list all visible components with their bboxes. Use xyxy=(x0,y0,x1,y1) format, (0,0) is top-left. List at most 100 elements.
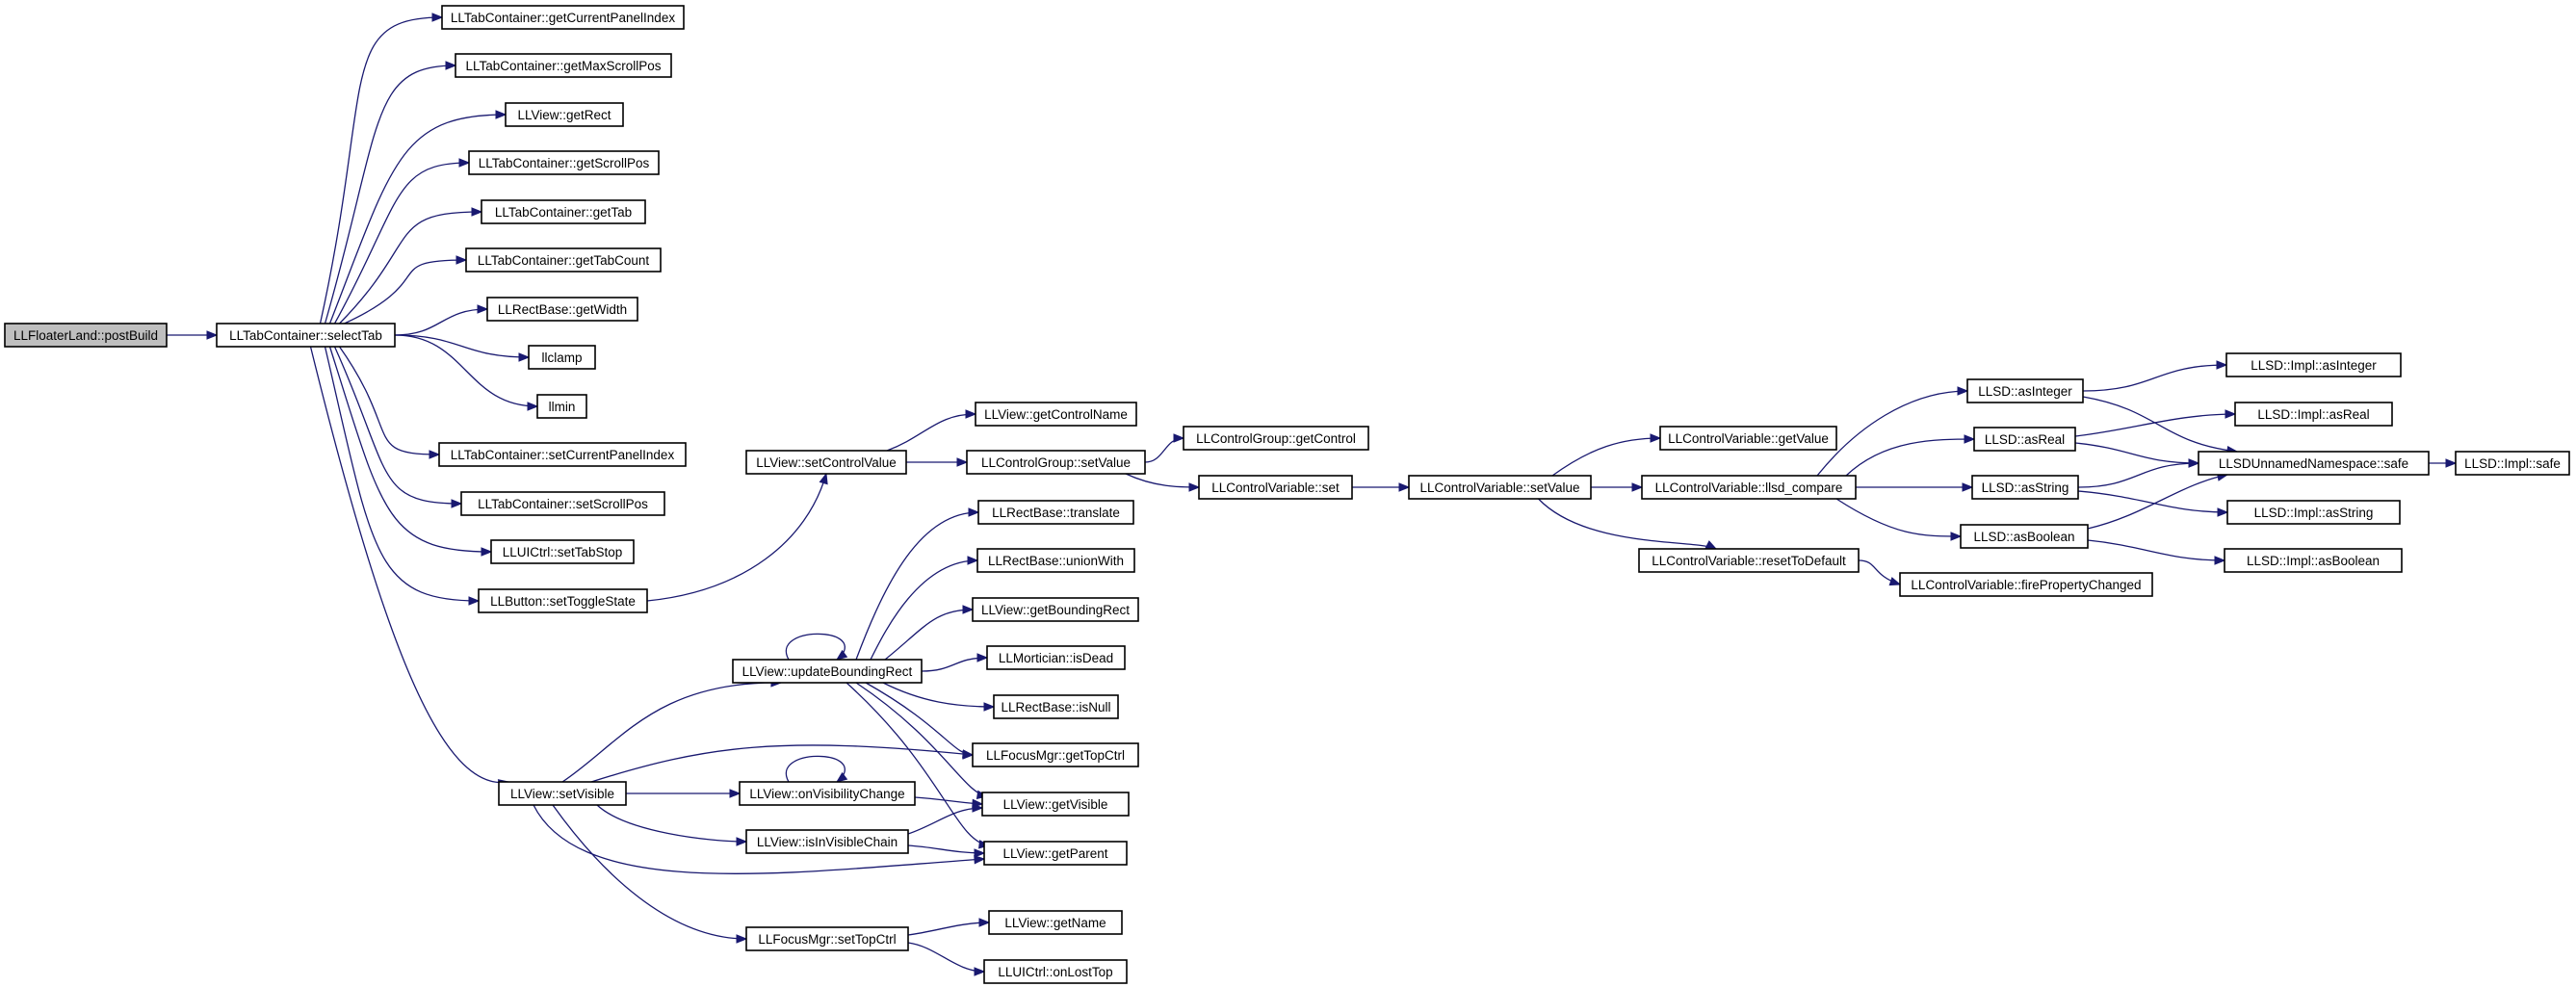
node-setControlValue[interactable]: LLView::setControlValue xyxy=(745,450,907,475)
node-setVisible[interactable]: LLView::setVisible xyxy=(498,781,627,806)
node-cgSetValue[interactable]: LLControlGroup::setValue xyxy=(966,450,1146,475)
node-llmin[interactable]: llmin xyxy=(536,394,587,419)
node-box[interactable] xyxy=(972,742,1139,767)
node-onLostTop[interactable]: LLUICtrl::onLostTop xyxy=(983,959,1128,984)
node-setCurrentPanelIndex[interactable]: LLTabContainer::setCurrentPanelIndex xyxy=(438,442,687,467)
node-box[interactable] xyxy=(966,450,1146,475)
node-isNull[interactable]: LLRectBase::isNull xyxy=(993,694,1119,719)
node-box[interactable] xyxy=(988,910,1123,935)
node-implAsReal[interactable]: LLSD::Impl::asReal xyxy=(2234,402,2393,427)
node-cvGetValue[interactable]: LLControlVariable::getValue xyxy=(1659,426,1837,451)
node-box[interactable] xyxy=(498,781,627,806)
node-box[interactable] xyxy=(745,450,907,475)
node-box[interactable] xyxy=(983,959,1128,984)
node-box[interactable] xyxy=(2198,451,2430,476)
node-unionWith[interactable]: LLRectBase::unionWith xyxy=(976,548,1135,573)
node-box[interactable] xyxy=(1960,524,2089,549)
node-box[interactable] xyxy=(1966,378,2084,403)
node-box[interactable] xyxy=(455,53,672,78)
node-box[interactable] xyxy=(481,199,646,224)
node-isInVisibleChain[interactable]: LLView::isInVisibleChain xyxy=(745,829,909,854)
node-setTopCtrl[interactable]: LLFocusMgr::setTopCtrl xyxy=(745,926,909,951)
node-box[interactable] xyxy=(460,491,665,516)
node-box[interactable] xyxy=(2234,402,2393,427)
node-box[interactable] xyxy=(438,442,687,467)
node-box[interactable] xyxy=(739,781,916,806)
node-getTab[interactable]: LLTabContainer::getTab xyxy=(481,199,646,224)
node-updateBoundingRect[interactable]: LLView::updateBoundingRect xyxy=(732,659,923,684)
node-box[interactable] xyxy=(505,102,624,127)
node-getControlName[interactable]: LLView::getControlName xyxy=(975,402,1137,427)
node-box[interactable] xyxy=(981,792,1130,817)
node-implAsString[interactable]: LLSD::Impl::asString xyxy=(2226,500,2401,525)
node-getBoundingRect[interactable]: LLView::getBoundingRect xyxy=(972,597,1139,622)
node-postBuild[interactable]: LLFloaterLand::postBuild xyxy=(4,323,168,348)
node-box[interactable] xyxy=(1899,572,2153,597)
node-selectTab[interactable]: LLTabContainer::selectTab xyxy=(216,323,396,348)
node-box[interactable] xyxy=(528,345,596,370)
node-box[interactable] xyxy=(441,5,685,30)
node-getParent[interactable]: LLView::getParent xyxy=(983,841,1128,866)
node-llclamp[interactable]: llclamp xyxy=(528,345,596,370)
node-box[interactable] xyxy=(1641,475,1857,500)
node-box[interactable] xyxy=(993,694,1119,719)
node-box[interactable] xyxy=(465,247,662,273)
node-asReal[interactable]: LLSD::asReal xyxy=(1973,427,2076,452)
node-box[interactable] xyxy=(1659,426,1837,451)
node-box[interactable] xyxy=(536,394,587,419)
node-asBoolean[interactable]: LLSD::asBoolean xyxy=(1960,524,2089,549)
node-setToggleState[interactable]: LLButton::setToggleState xyxy=(478,588,648,613)
node-implAsBoolean[interactable]: LLSD::Impl::asBoolean xyxy=(2224,548,2403,573)
node-box[interactable] xyxy=(1973,427,2076,452)
node-asInteger[interactable]: LLSD::asInteger xyxy=(1966,378,2084,403)
node-isDead[interactable]: LLMortician::isDead xyxy=(986,645,1126,670)
node-box[interactable] xyxy=(977,500,1134,525)
node-cvSetValue[interactable]: LLControlVariable::setValue xyxy=(1408,475,1592,500)
node-box[interactable] xyxy=(486,297,638,322)
node-setScrollPos[interactable]: LLTabContainer::setScrollPos xyxy=(460,491,665,516)
node-box[interactable] xyxy=(975,402,1137,427)
node-box[interactable] xyxy=(2225,352,2402,377)
node-getCurrentPanelIndex[interactable]: LLTabContainer::getCurrentPanelIndex xyxy=(441,5,685,30)
node-getName[interactable]: LLView::getName xyxy=(988,910,1123,935)
node-box[interactable] xyxy=(468,150,660,175)
node-box[interactable] xyxy=(745,829,909,854)
node-box[interactable] xyxy=(4,323,168,348)
node-getWidth[interactable]: LLRectBase::getWidth xyxy=(486,297,638,322)
node-getControl[interactable]: LLControlGroup::getControl xyxy=(1183,426,1369,451)
node-getVisible[interactable]: LLView::getVisible xyxy=(981,792,1130,817)
node-box[interactable] xyxy=(983,841,1128,866)
node-llsdCompare[interactable]: LLControlVariable::llsd_compare xyxy=(1641,475,1857,500)
node-box[interactable] xyxy=(972,597,1139,622)
node-getScrollPos[interactable]: LLTabContainer::getScrollPos xyxy=(468,150,660,175)
node-box[interactable] xyxy=(1638,548,1860,573)
node-box[interactable] xyxy=(976,548,1135,573)
node-implSafe[interactable]: LLSD::Impl::safe xyxy=(2455,451,2570,476)
node-box[interactable] xyxy=(1971,475,2079,500)
node-box[interactable] xyxy=(732,659,923,684)
node-getTabCount[interactable]: LLTabContainer::getTabCount xyxy=(465,247,662,273)
node-unnamedSafe[interactable]: LLSDUnnamedNamespace::safe xyxy=(2198,451,2430,476)
node-box[interactable] xyxy=(745,926,909,951)
node-resetToDefault[interactable]: LLControlVariable::resetToDefault xyxy=(1638,548,1860,573)
node-box[interactable] xyxy=(1408,475,1592,500)
node-box[interactable] xyxy=(1183,426,1369,451)
node-setTabStop[interactable]: LLUICtrl::setTabStop xyxy=(490,539,635,564)
node-box[interactable] xyxy=(2226,500,2401,525)
node-getRect[interactable]: LLView::getRect xyxy=(505,102,624,127)
node-getTopCtrl[interactable]: LLFocusMgr::getTopCtrl xyxy=(972,742,1139,767)
node-onVisibilityChange[interactable]: LLView::onVisibilityChange xyxy=(739,781,916,806)
node-box[interactable] xyxy=(2224,548,2403,573)
node-cvSet[interactable]: LLControlVariable::set xyxy=(1198,475,1353,500)
node-box[interactable] xyxy=(2455,451,2570,476)
node-box[interactable] xyxy=(478,588,648,613)
node-getMaxScrollPos[interactable]: LLTabContainer::getMaxScrollPos xyxy=(455,53,672,78)
node-asString[interactable]: LLSD::asString xyxy=(1971,475,2079,500)
node-implAsInteger[interactable]: LLSD::Impl::asInteger xyxy=(2225,352,2402,377)
node-box[interactable] xyxy=(490,539,635,564)
node-box[interactable] xyxy=(1198,475,1353,500)
node-firePropertyChanged[interactable]: LLControlVariable::firePropertyChanged xyxy=(1899,572,2153,597)
node-box[interactable] xyxy=(986,645,1126,670)
node-translate[interactable]: LLRectBase::translate xyxy=(977,500,1134,525)
node-box[interactable] xyxy=(216,323,396,348)
